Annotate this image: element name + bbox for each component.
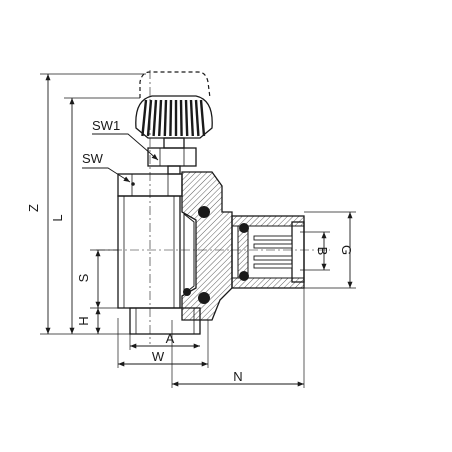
cylinder-body (117, 195, 181, 309)
dim-label-sw1: SW1 (92, 118, 120, 133)
dim-label-b: B (315, 247, 330, 256)
knob-knurling (141, 99, 206, 137)
section-housing (181, 171, 233, 321)
leader-lines (82, 133, 159, 183)
dim-label-h: H (76, 316, 91, 325)
dim-label-s: S (76, 273, 91, 282)
extension-lines (40, 73, 356, 388)
dimension-lines (45, 74, 353, 387)
collet-fingers (253, 235, 293, 269)
dim-label-l: L (50, 214, 65, 221)
bottom-thread (129, 307, 201, 335)
dim-label-sw: SW (82, 151, 104, 166)
knurled-knob (135, 95, 213, 139)
push-in-fitting (231, 215, 305, 289)
dim-label-n: N (233, 369, 242, 384)
knob-phantom-outline (139, 71, 211, 99)
dim-label-a: A (166, 331, 175, 346)
center-lines (96, 70, 330, 344)
dim-label-w: W (152, 349, 165, 364)
dim-label-g: G (339, 245, 354, 255)
dim-label-z: Z (26, 204, 41, 212)
spindle-nut-sw1 (147, 137, 197, 175)
